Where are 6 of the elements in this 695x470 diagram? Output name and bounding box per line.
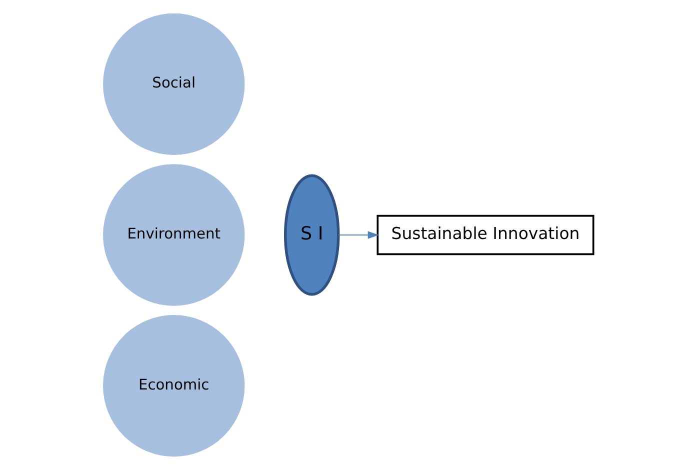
node-circle: Social	[100, 10, 248, 158]
node-ellipse: S I	[284, 174, 340, 296]
arrow	[338, 231, 379, 239]
node-circle: Economic	[100, 312, 248, 460]
node-circle: Environment	[100, 161, 248, 309]
node-box: Sustainable Innovation	[376, 214, 594, 256]
